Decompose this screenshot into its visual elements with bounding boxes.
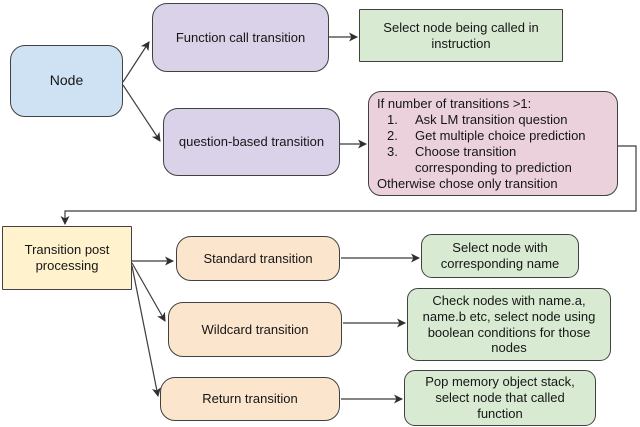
connector-node-to-question-based [122, 84, 161, 142]
lm-logic-step-1-number: 1. [387, 112, 398, 127]
pop-memory-label: Pop memory object stack, select node tha… [425, 374, 575, 421]
lm-logic-step-3-number: 3. [387, 144, 398, 159]
wildcard-transition-box: Wildcard transition [168, 302, 342, 357]
lm-logic-step-3: 3. Choose transition corresponding to pr… [377, 144, 609, 176]
check-nodes-label: Check nodes with name.a, name.b etc, sel… [422, 292, 596, 356]
standard-transition-box: Standard transition [176, 236, 340, 281]
lm-logic-step-2: 2. Get multiple choice prediction [377, 128, 609, 144]
question-based-transition-box: question-based transition [163, 108, 340, 176]
connector-node-to-function-call [122, 41, 150, 83]
lm-logic-step-3-text-line-1: Choose transition [415, 144, 517, 159]
question-based-transition-label: question-based transition [178, 134, 325, 150]
standard-transition-label: Standard transition [203, 250, 313, 266]
function-call-transition-box: Function call transition [152, 3, 329, 72]
select-node-called-box: Select node being called in instruction [359, 9, 563, 62]
return-transition-label: Return transition [202, 391, 298, 407]
return-transition-box: Return transition [160, 377, 340, 421]
lm-logic-footer: Otherwise chose only transition [377, 176, 558, 191]
node-label: Node [49, 72, 84, 89]
select-corresponding-name-label: Select node with corresponding name [440, 240, 560, 271]
lm-transition-logic-content: If number of transitions >1: 1. Ask LM t… [377, 96, 609, 192]
transition-post-processing-box: Transition post processing [2, 226, 132, 290]
lm-logic-header: If number of transitions >1: [377, 96, 532, 111]
select-corresponding-name-box: Select node with corresponding name [421, 234, 579, 278]
lm-logic-step-2-number: 2. [387, 128, 398, 143]
function-call-transition-label: Function call transition [175, 29, 306, 45]
wildcard-transition-label: Wildcard transition [201, 321, 309, 337]
lm-transition-logic-box: If number of transitions >1: 1. Ask LM t… [368, 91, 618, 196]
lm-logic-step-1-text: Ask LM transition question [415, 112, 568, 127]
lm-logic-step-2-text: Get multiple choice prediction [415, 128, 586, 143]
node-box: Node [10, 45, 123, 117]
pop-memory-box: Pop memory object stack, select node tha… [404, 370, 596, 426]
connector-post-processing-to-return [131, 265, 161, 397]
check-nodes-box: Check nodes with name.a, name.b etc, sel… [407, 288, 611, 361]
lm-logic-step-3-text-line-2: corresponding to prediction [415, 160, 572, 175]
transition-post-processing-label: Transition post processing [24, 242, 110, 273]
connector-post-processing-to-wildcard [131, 262, 166, 322]
lm-logic-step-1: 1. Ask LM transition question [377, 112, 609, 128]
select-node-called-label: Select node being called in instruction [383, 19, 539, 51]
